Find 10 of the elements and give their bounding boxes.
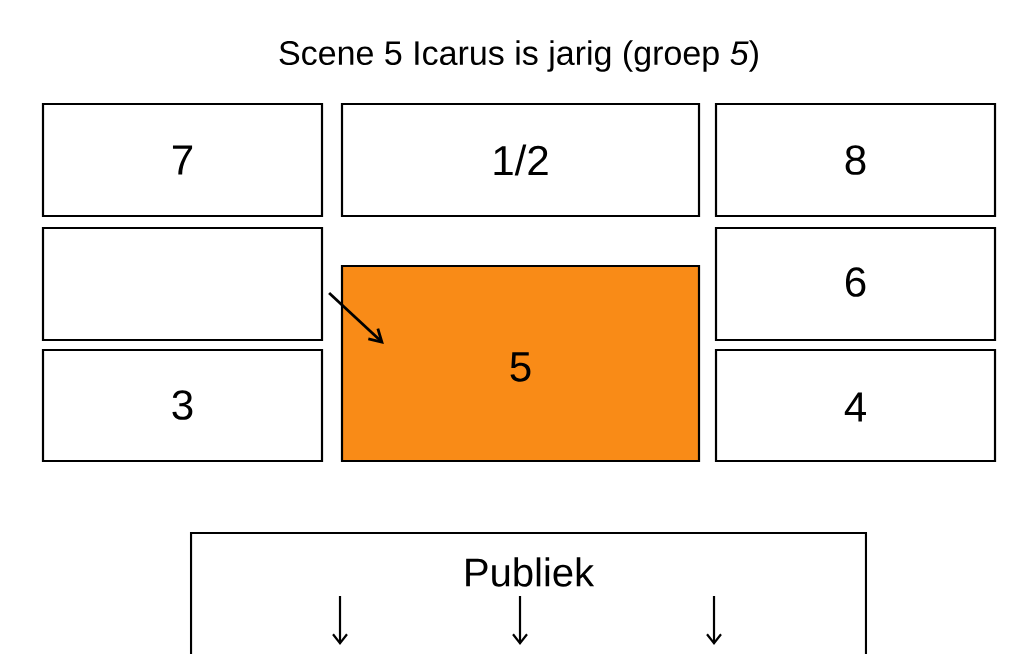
stage-box: 4 <box>714 348 997 463</box>
stage-box: 3 <box>41 348 324 463</box>
stage-box: 8 <box>714 102 997 218</box>
stage-box: 6 <box>714 226 997 342</box>
stage-box: 1/2 <box>340 102 701 218</box>
title: Scene 5 Icarus is jarig (groep 5) <box>279 40 758 72</box>
stage-box: 5 <box>340 264 701 463</box>
stage-box: Publiek <box>189 531 868 654</box>
stage-box <box>41 226 324 342</box>
stage-box: 7 <box>41 102 324 218</box>
